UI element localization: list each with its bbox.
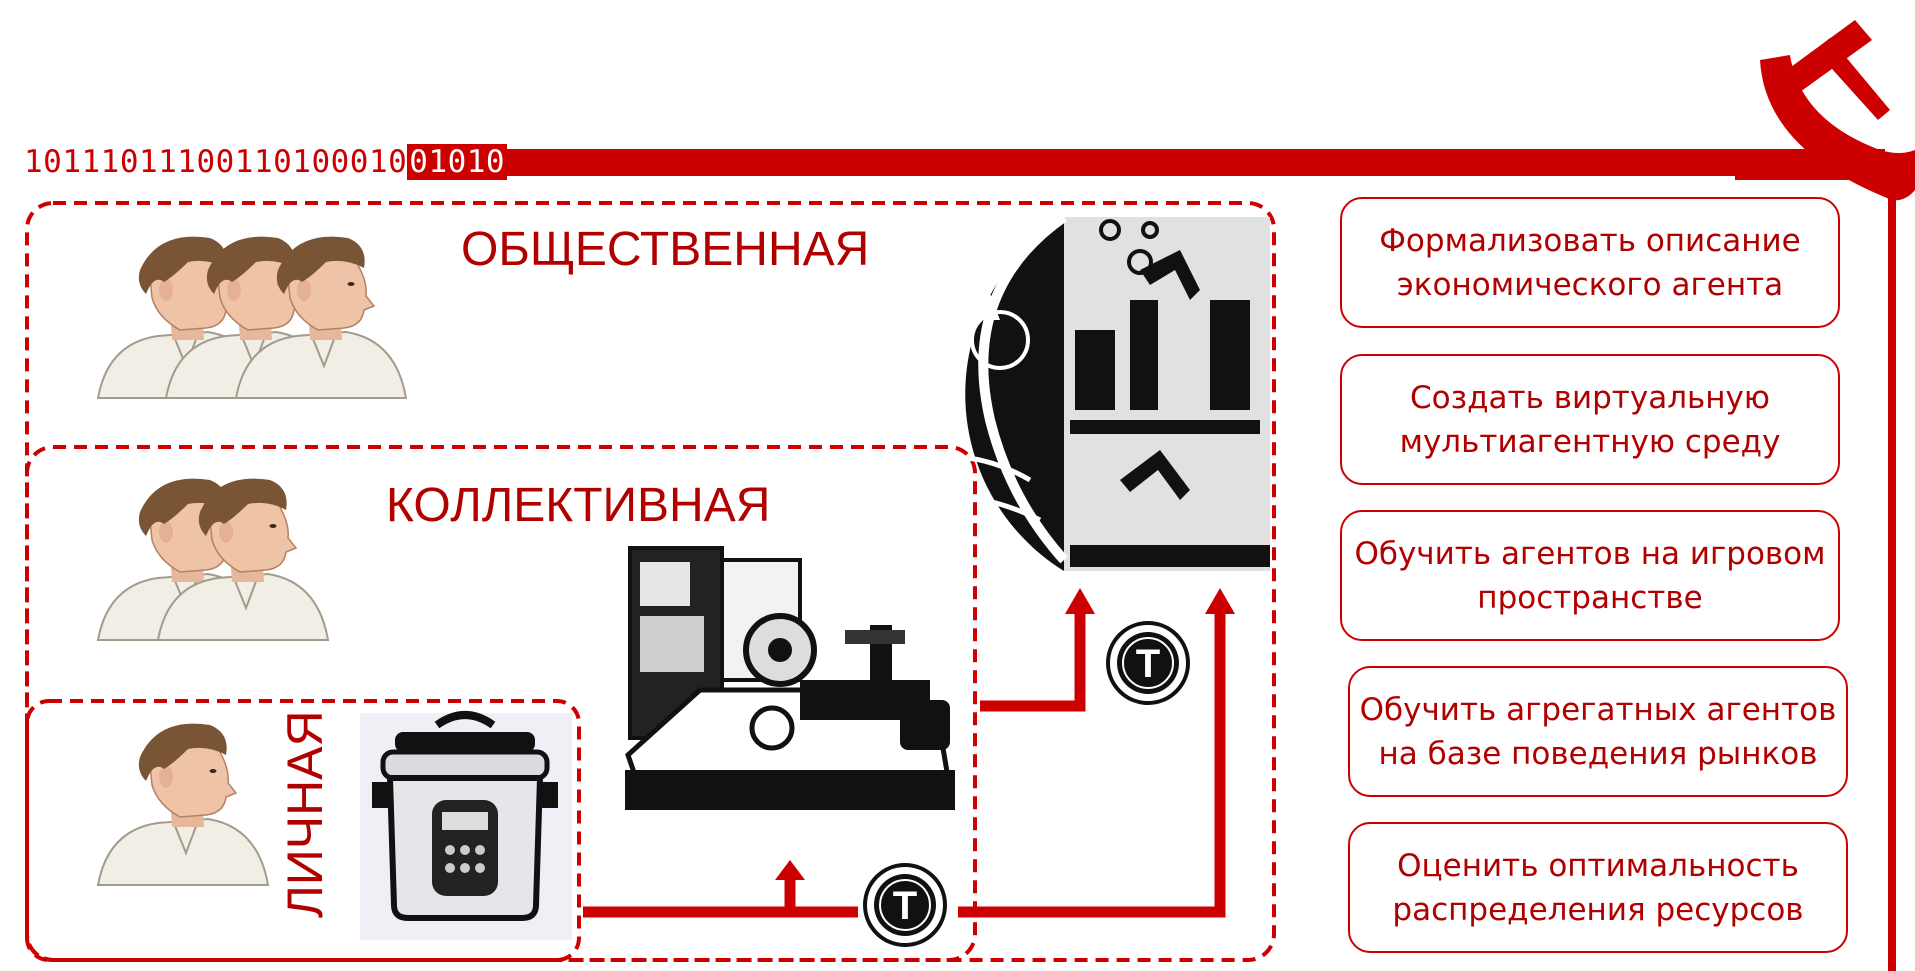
step-2-box: Создать виртуальную мультиагентную среду bbox=[1340, 354, 1840, 485]
arrow-head-lathe bbox=[775, 860, 805, 880]
level-personal-title: ЛИЧНАЯ bbox=[277, 710, 333, 918]
top-red-bar bbox=[460, 149, 1885, 176]
step-5-text: Оценить оптимальность распределения ресу… bbox=[1392, 847, 1804, 928]
public-region bbox=[25, 201, 1276, 962]
people-public bbox=[97, 235, 407, 399]
coin-letter: T bbox=[893, 884, 917, 928]
step-4-box: Обучить агрегатных агентов на базе повед… bbox=[1348, 666, 1848, 797]
binary-string: 1011101110011010001001010 bbox=[24, 143, 508, 181]
coin-token-upper: T bbox=[1106, 621, 1190, 705]
binary-prefix: 10111011100110100010 bbox=[24, 144, 408, 180]
step-2-text: Создать виртуальную мультиагентную среду bbox=[1399, 379, 1781, 460]
multicooker-image bbox=[360, 711, 572, 940]
arrow-head-emblem-right bbox=[1205, 588, 1235, 614]
personal-region bbox=[25, 699, 581, 962]
people-collective bbox=[97, 477, 329, 641]
level-public-title: ОБЩЕСТВЕННАЯ bbox=[461, 223, 870, 276]
arrow-head-emblem-left bbox=[1065, 588, 1095, 614]
step-3-box: Обучить агентов на игровом пространстве bbox=[1340, 510, 1840, 641]
step-5-box: Оценить оптимальность распределения ресу… bbox=[1348, 822, 1848, 953]
step-1-box: Формализовать описание экономического аг… bbox=[1340, 197, 1840, 328]
step-4-text: Обучить агрегатных агентов на базе повед… bbox=[1359, 691, 1837, 772]
coin-token-lower: T bbox=[863, 863, 947, 947]
lathe-machine-image bbox=[625, 546, 955, 810]
flow-arrows bbox=[583, 612, 1226, 918]
collective-region bbox=[25, 445, 977, 962]
step-3-text: Обучить агентов на игровом пространстве bbox=[1354, 535, 1826, 616]
coin-letter: T bbox=[1136, 642, 1160, 686]
people-personal bbox=[97, 722, 269, 886]
level-collective-title: КОЛЛЕКТИВНАЯ bbox=[386, 479, 771, 532]
industry-emblem-image bbox=[880, 212, 1270, 571]
binary-highlight: 01010 bbox=[407, 144, 508, 180]
hammer-sickle-icon bbox=[1760, 20, 1915, 201]
step-1-text: Формализовать описание экономического аг… bbox=[1379, 222, 1801, 303]
